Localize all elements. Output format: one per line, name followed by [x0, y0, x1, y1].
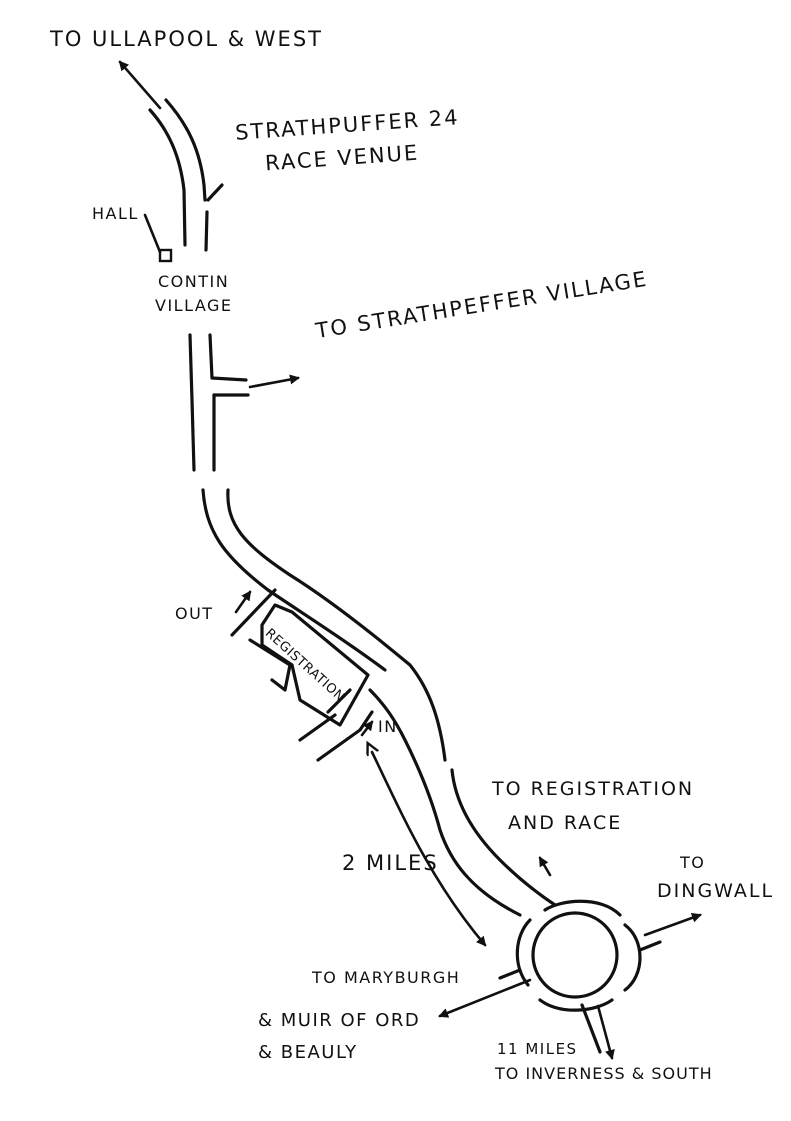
roundabout-exits [438, 856, 702, 1060]
main-road-contin [188, 333, 250, 472]
label-contin-2: VILLAGE [155, 296, 233, 315]
label-in: IN [378, 717, 398, 736]
in-arrow [360, 720, 374, 737]
label-maryburgh-2: & MUIR OF ORD [258, 1010, 421, 1031]
distance-arrow [372, 752, 487, 945]
registration-site [230, 588, 374, 762]
roundabout [515, 899, 642, 1012]
label-inverness-1: 11 MILES [497, 1040, 578, 1058]
label-maryburgh-1: TO MARYBURGH [312, 968, 461, 987]
ullapool-arrow [118, 60, 162, 110]
label-hall: HALL [92, 204, 139, 223]
label-dingwall-2: DINGWALL [657, 880, 775, 902]
label-out: OUT [175, 604, 214, 623]
main-road-north [148, 98, 224, 252]
label-contin-1: CONTIN [158, 272, 230, 291]
label-ullapool: TO ULLAPOOL & WEST [50, 27, 323, 51]
label-dingwall-1: TO [680, 853, 706, 872]
out-arrow [234, 590, 252, 614]
label-to-registration-1: TO REGISTRATION [492, 778, 695, 800]
label-maryburgh-3: & BEAULY [258, 1042, 358, 1063]
strathpeffer-arrow [248, 374, 300, 389]
label-distance: 2 MILES [342, 851, 439, 875]
label-inverness-2: TO INVERNESS & SOUTH [495, 1064, 713, 1083]
hall-marker [143, 213, 173, 263]
label-to-registration-2: AND RACE [508, 812, 623, 834]
